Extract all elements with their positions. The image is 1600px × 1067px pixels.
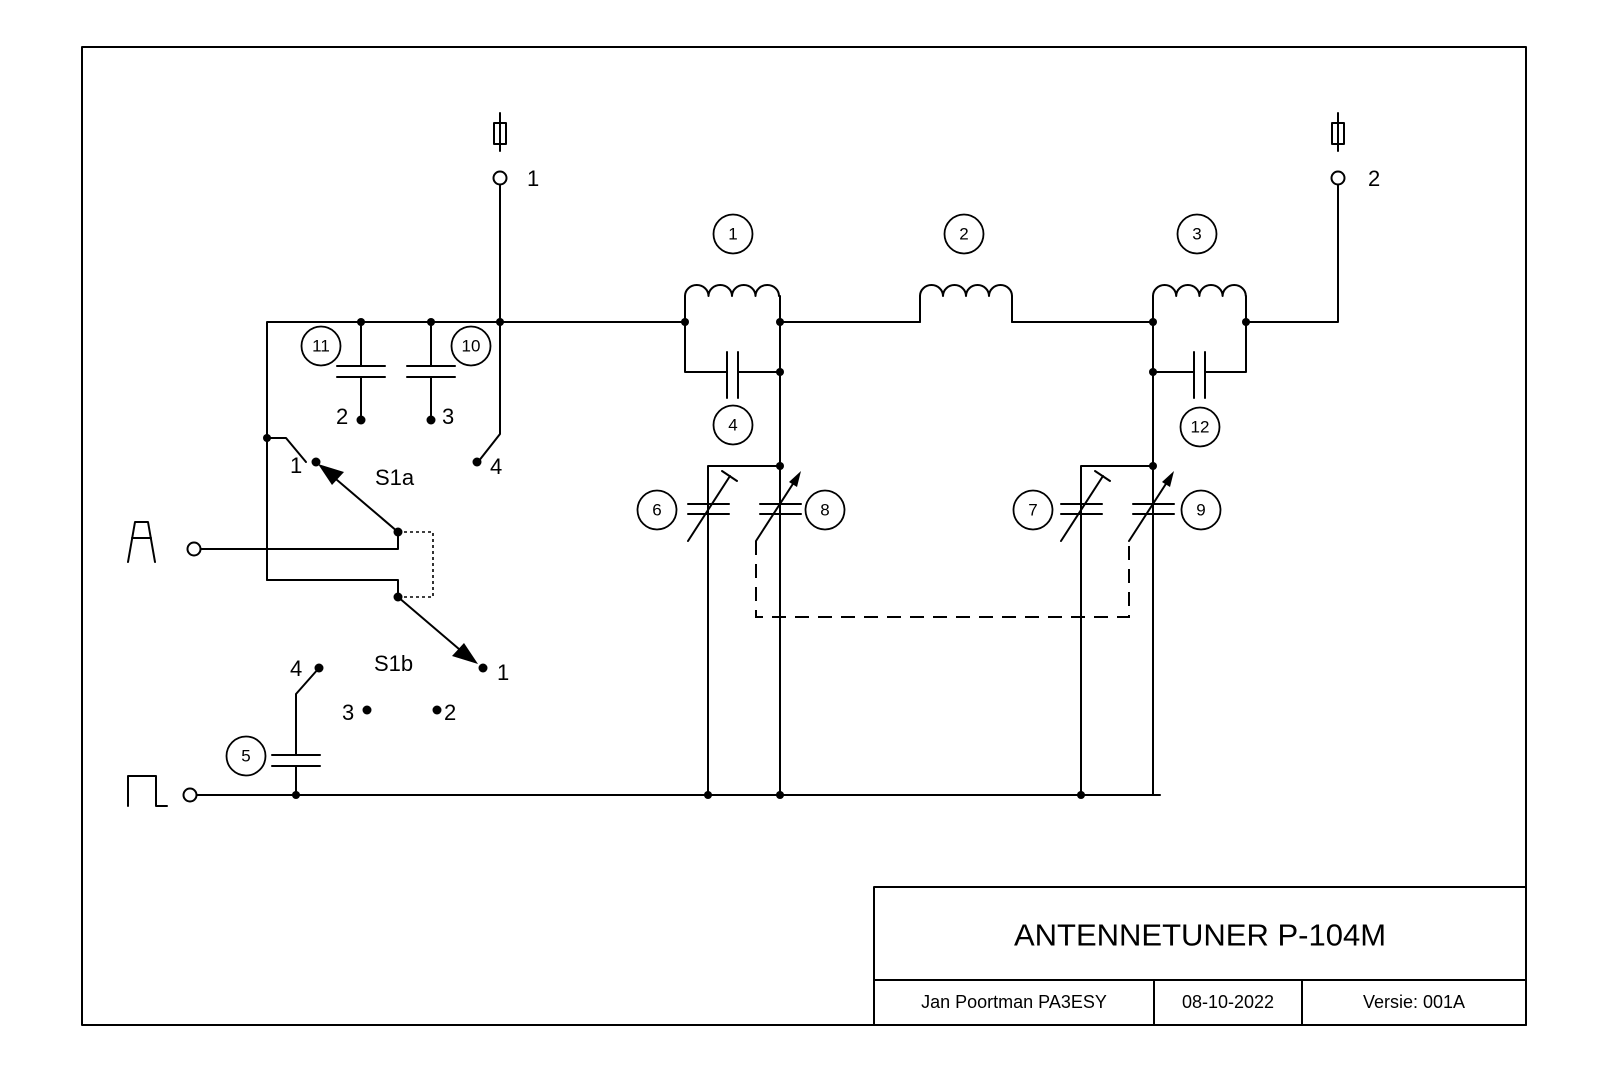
input-a-terminal — [127, 521, 399, 563]
switch-coupling — [398, 531, 434, 598]
svg-text:3: 3 — [1192, 225, 1201, 244]
switch-s1b-wiper — [393, 592, 488, 673]
marker-9 — [1180, 489, 1222, 531]
variable-capacitor-8 — [755, 471, 802, 542]
svg-text:8: 8 — [820, 501, 829, 520]
marker-3 — [1176, 213, 1218, 255]
component-markers: 1 2 3 4 5 6 7 8 9 10 11 12 — [225, 213, 1222, 777]
s1b-contact-2-label: 2 — [444, 700, 456, 725]
capacitor-12 — [1149, 321, 1247, 399]
svg-text:1: 1 — [728, 225, 737, 244]
terminal-label-1: 1 — [527, 166, 539, 191]
marker-6 — [636, 489, 678, 531]
date: 08-10-2022 — [1182, 992, 1274, 1012]
svg-text:10: 10 — [462, 337, 481, 356]
version: Versie: 001A — [1363, 992, 1465, 1012]
capacitor-11: 2 — [336, 318, 386, 429]
variable-capacitor-7 — [1060, 470, 1111, 542]
svg-text:9: 9 — [1196, 501, 1205, 520]
svg-text:11: 11 — [312, 337, 330, 356]
switch-s1b-label: S1b — [374, 651, 413, 676]
ground-terminal — [127, 775, 1161, 807]
s1b-contact-3-label: 3 — [342, 700, 354, 725]
s1b-contact-4-label: 4 — [290, 656, 302, 681]
s1b-contact-1-label: 1 — [497, 660, 509, 685]
author: Jan Poortman PA3ESY — [921, 992, 1107, 1012]
s1a-contact-2-label: 2 — [336, 404, 348, 429]
terminal-label-2: 2 — [1368, 166, 1380, 191]
drawing-title: ANTENNETUNER P-104M — [1014, 918, 1386, 953]
title-block: ANTENNETUNER P-104M Jan Poortman PA3ESY … — [873, 886, 1527, 1026]
variable-capacitor-6 — [687, 470, 738, 542]
capacitor-5 — [271, 667, 321, 799]
marker-4 — [712, 404, 754, 446]
coil-2 — [919, 284, 1013, 323]
s1a-contact-1-label: 1 — [290, 453, 302, 478]
top-bus-wire — [266, 321, 686, 581]
svg-text:4: 4 — [728, 416, 737, 435]
marker-5 — [225, 735, 267, 777]
svg-text:12: 12 — [1191, 418, 1210, 437]
switch-s1a-label: S1a — [375, 465, 415, 490]
svg-text:2: 2 — [959, 225, 968, 244]
marker-10 — [450, 325, 492, 367]
marker-12 — [1179, 406, 1221, 448]
coil-3 — [1149, 284, 1250, 326]
gang-link — [755, 541, 1130, 618]
variable-capacitor-9 — [1128, 471, 1175, 542]
drawing-frame — [81, 46, 1527, 1026]
antenna-output-1: 1 — [492, 112, 539, 323]
s1a-contact-4-label: 4 — [490, 454, 502, 479]
marker-7 — [1012, 489, 1054, 531]
svg-text:5: 5 — [241, 747, 250, 766]
marker-11 — [300, 325, 342, 367]
s1a-contact-3-label: 3 — [442, 404, 454, 429]
capacitor-4 — [684, 321, 784, 399]
marker-2 — [943, 213, 985, 255]
capacitor-10: 3 — [406, 318, 456, 429]
antenna-output-2: 2 — [1245, 112, 1380, 323]
svg-text:7: 7 — [1028, 501, 1037, 520]
marker-1 — [712, 213, 754, 255]
svg-text:6: 6 — [652, 501, 661, 520]
coil-1 — [681, 284, 784, 326]
marker-8 — [804, 489, 846, 531]
